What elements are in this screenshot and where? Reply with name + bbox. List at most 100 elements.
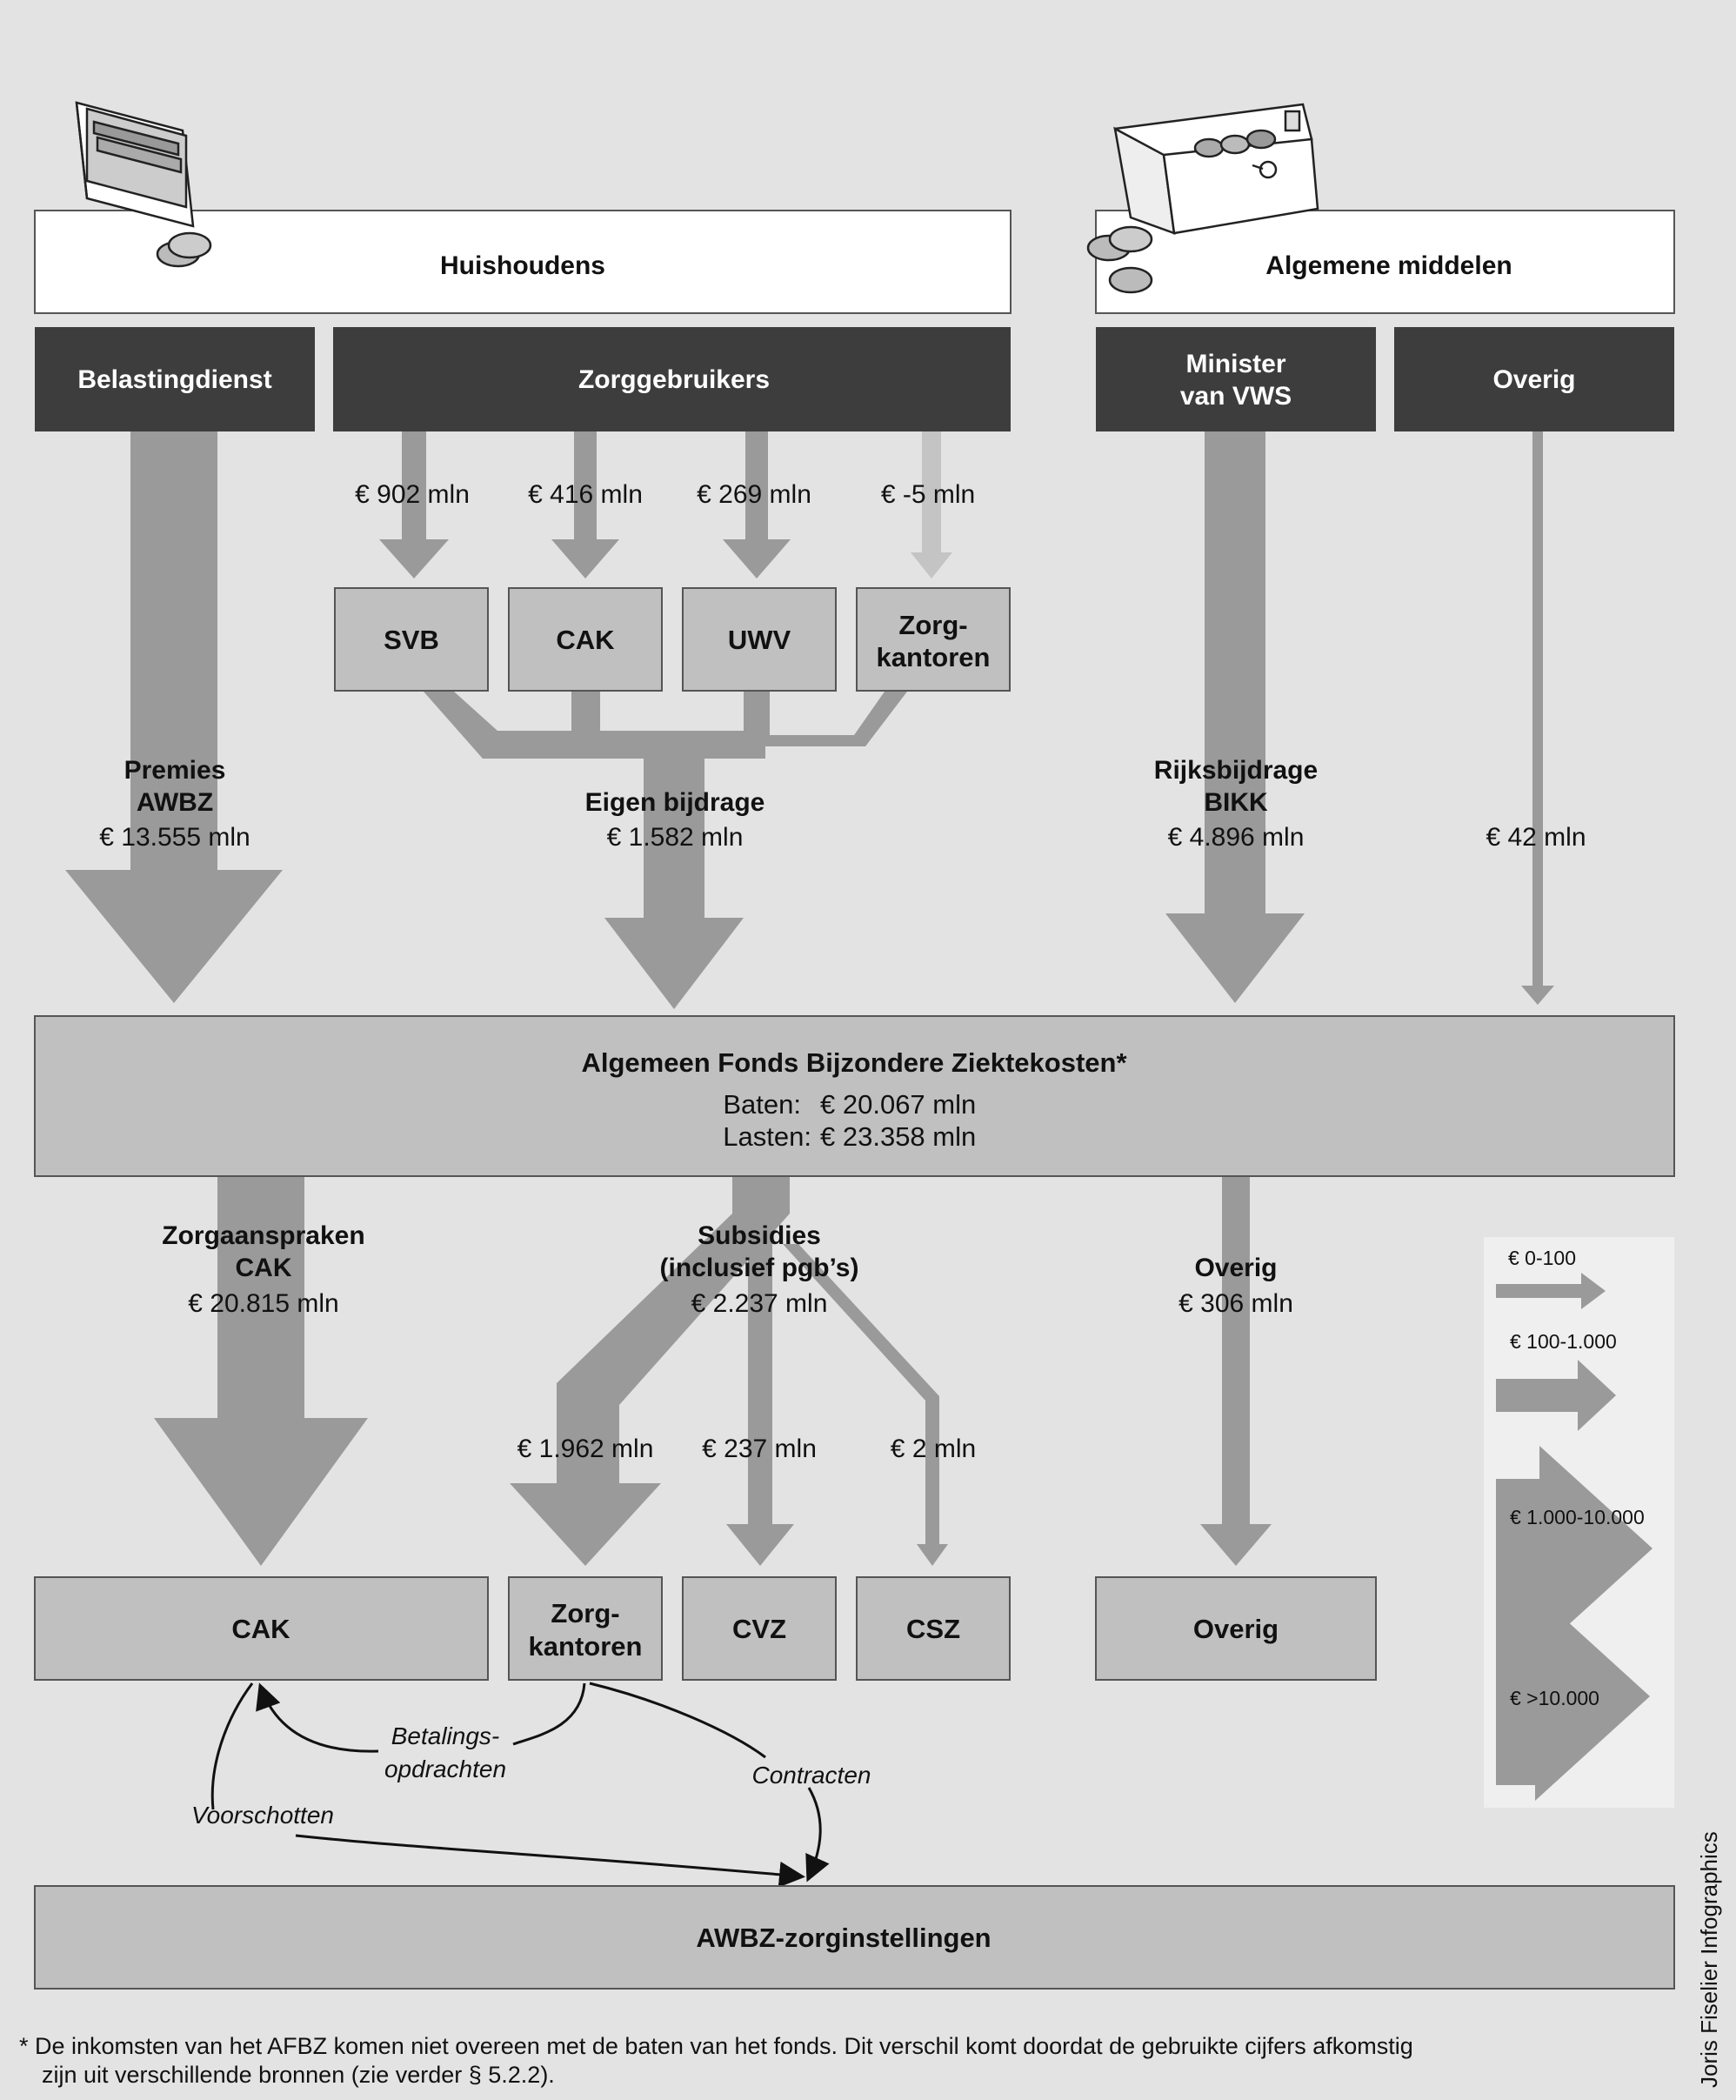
- premies-label-line2: AWBZ: [137, 788, 213, 817]
- csz-box: [856, 1576, 1011, 1681]
- households-box: [34, 210, 1012, 314]
- overig-out-amount: € 306 mln: [1178, 1289, 1293, 1318]
- footnote-line1: * De inkomsten van het AFBZ komen niet o…: [19, 2033, 1413, 2059]
- fund-baten-value: € 20.067 mln: [820, 1089, 976, 1120]
- eigen-bijdrage-label: Eigen bijdrage: [585, 788, 765, 817]
- zorgkantoren-recipient-line2: kantoren: [529, 1631, 643, 1662]
- cak-branch: [571, 692, 600, 735]
- premies-label-line1: Premies: [124, 756, 226, 785]
- overig-payer-box: [1394, 327, 1674, 431]
- zorggebruikers-label: Zorggebruikers: [578, 365, 770, 394]
- rijksbijdrage-label-line2: BIKK: [1204, 788, 1268, 817]
- svb-amount: € 902 mln: [355, 480, 470, 509]
- cak-amount: € 416 mln: [528, 480, 643, 509]
- general-means-label: Algemene middelen: [1265, 251, 1512, 280]
- zorgkantoren-in-arrow: [911, 431, 952, 579]
- overig-out-label: Overig: [1194, 1254, 1277, 1282]
- voorschotten-curve: [210, 1682, 800, 1876]
- zorgkantoren-collector-box: [856, 587, 1011, 692]
- subsidies-amount: € 2.237 mln: [691, 1289, 828, 1318]
- cak-recipient-box: [34, 1576, 489, 1681]
- overig-in-arrow: [1521, 426, 1554, 1005]
- overig-recipient-box: [1095, 1576, 1377, 1681]
- zorgkantoren-amount: € -5 mln: [881, 480, 975, 509]
- belastingdienst-label: Belastingdienst: [77, 365, 271, 394]
- csz-label: CSZ: [906, 1614, 960, 1644]
- fund-lasten-label: Lasten:: [723, 1121, 811, 1152]
- cak-in-arrow: [551, 431, 619, 579]
- legend-arrow-100-1000: [1496, 1360, 1616, 1431]
- flow-arrows: [65, 426, 1554, 1566]
- zorgkantoren-recipient-line1: Zorg-: [551, 1598, 619, 1629]
- zorgkantoren-branch: [765, 692, 907, 746]
- awbz-institutions-box: [34, 1885, 1675, 1990]
- csz-out-arrow: [783, 1244, 948, 1566]
- eigen-bijdrage-amount: € 1.582 mln: [607, 823, 744, 852]
- zorgkantoren-recipient-box: [508, 1576, 663, 1681]
- zorgkantoren-collector-line2: kantoren: [877, 642, 991, 672]
- uwv-amount: € 269 mln: [697, 480, 811, 509]
- uwv-branch: [744, 692, 770, 735]
- overig-out-arrow: [1200, 1176, 1272, 1566]
- contracten-curve: [589, 1682, 820, 1877]
- legend-label-1000-10000: € 1.000-10.000: [1510, 1506, 1645, 1528]
- fund-title: Algemeen Fonds Bijzondere Ziektekosten*: [581, 1047, 1127, 1078]
- awbz-flow-diagram: Huishoudens Algemene middelen Belastingd…: [34, 101, 1675, 1990]
- minister-vws-box: [1096, 327, 1376, 431]
- zorgaanspraken-label-line2: CAK: [236, 1254, 292, 1282]
- cvz-box: [682, 1576, 837, 1681]
- afbz-fund-box: [34, 1015, 1675, 1177]
- minister-label-line1: Minister: [1185, 350, 1285, 378]
- wallet-icon: [75, 101, 212, 268]
- zorgkantoren-out-amount: € 1.962 mln: [517, 1435, 654, 1463]
- overig-recipient-label: Overig: [1193, 1614, 1279, 1644]
- eigen-bijdrage-arrow: [604, 744, 744, 1009]
- cvz-out-arrow: [726, 1218, 794, 1566]
- treasure-chest-icon: [1086, 103, 1319, 294]
- legend-arrow-over-10000: [1496, 1592, 1650, 1801]
- legend-label-100-1000: € 100-1.000: [1510, 1330, 1617, 1353]
- subsidies-label-line1: Subsidies: [698, 1221, 821, 1250]
- legend-label-0-100: € 0-100: [1508, 1247, 1576, 1269]
- cak-collector-label: CAK: [556, 625, 615, 655]
- zorgaanspraken-arrow: [154, 1176, 368, 1566]
- zorgaanspraken-amount: € 20.815 mln: [188, 1289, 338, 1318]
- households-label: Huishoudens: [440, 251, 605, 280]
- zorgkantoren-collector-line1: Zorg-: [898, 610, 967, 640]
- svb-label: SVB: [384, 625, 439, 655]
- premies-arrow: [65, 426, 283, 1003]
- cvz-out-amount: € 237 mln: [702, 1435, 817, 1463]
- legend-arrow-0-100: [1496, 1273, 1606, 1309]
- uwv-box: [682, 587, 837, 692]
- betalingsopdrachten-label-line2: opdrachten: [384, 1756, 506, 1782]
- cak-recipient-label: CAK: [231, 1614, 290, 1644]
- voorschotten-label: Voorschotten: [191, 1802, 334, 1829]
- footnote-line2: zijn uit verschillende bronnen (zie verd…: [42, 2062, 555, 2088]
- contracten-label: Contracten: [752, 1762, 871, 1789]
- rijksbijdrage-label-line1: Rijksbijdrage: [1154, 756, 1318, 785]
- belastingdienst-box: [35, 327, 315, 431]
- subsidies-label-line2: (inclusief pgb’s): [660, 1254, 859, 1282]
- footnote: * De inkomsten van het AFBZ komen niet o…: [19, 2032, 1672, 2090]
- rijksbijdrage-arrow: [1165, 426, 1305, 1003]
- rijksbijdrage-amount: € 4.896 mln: [1168, 823, 1305, 852]
- cvz-label: CVZ: [732, 1614, 786, 1644]
- uwv-label: UWV: [728, 625, 791, 655]
- minister-label-line2: van VWS: [1180, 382, 1292, 411]
- fund-baten-label: Baten:: [723, 1089, 801, 1120]
- cak-collector-box: [508, 587, 663, 692]
- betalingsopdrachten-label-line1: Betalings-: [391, 1722, 500, 1749]
- zorgaanspraken-label-line1: Zorgaanspraken: [162, 1221, 364, 1250]
- betalingsopdrachten-curve: [261, 1683, 586, 1753]
- legend-label-over-10000: € >10.000: [1510, 1687, 1599, 1709]
- csz-out-amount: € 2 mln: [891, 1435, 976, 1463]
- zorggebruikers-box: [333, 327, 1011, 431]
- uwv-in-arrow: [723, 431, 791, 579]
- premies-amount: € 13.555 mln: [99, 823, 250, 852]
- svb-branch: [424, 692, 765, 759]
- subsidies-trunk: [510, 1176, 790, 1566]
- credit-text: Joris Fiselier Infographics: [1696, 1831, 1722, 2088]
- overig-in-amount: € 42 mln: [1486, 823, 1586, 852]
- svb-box: [334, 587, 489, 692]
- svb-in-arrow: [379, 431, 449, 579]
